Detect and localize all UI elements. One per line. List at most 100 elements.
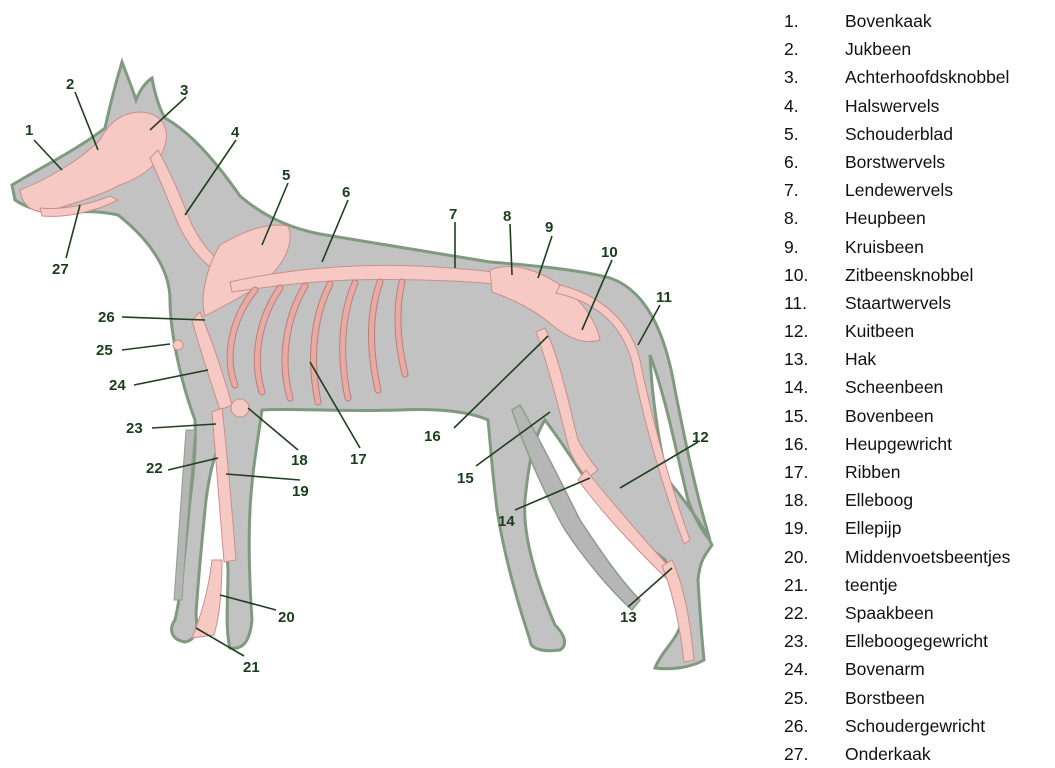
callout-11: 11 (656, 289, 672, 306)
legend-label: Lendewervels (845, 176, 953, 204)
legend-number: 11. (784, 289, 845, 317)
legend-item: 9.Kruisbeen (784, 233, 1010, 261)
legend-item: 17.Ribben (784, 458, 1010, 486)
legend-number: 26. (784, 712, 845, 740)
callout-12: 12 (692, 429, 709, 446)
legend-label: Zitbeensknobbel (845, 261, 973, 289)
legend-label: Elleboogegewricht (845, 627, 988, 655)
legend-label: Spaakbeen (845, 599, 934, 627)
legend-label: Kuitbeen (845, 317, 914, 345)
legend-label: Hak (845, 345, 876, 373)
legend-item: 19.Ellepijp (784, 514, 1010, 542)
legend-label: Ribben (845, 458, 900, 486)
legend-label: Bovenkaak (845, 7, 932, 35)
legend-label: Onderkaak (845, 740, 931, 768)
callout-3: 3 (180, 82, 188, 99)
legend-item: 12.Kuitbeen (784, 317, 1010, 345)
legend-item: 25.Borstbeen (784, 684, 1010, 712)
legend-number: 16. (784, 430, 845, 458)
legend-item: 13.Hak (784, 345, 1010, 373)
breastbone (173, 340, 183, 350)
callout-1: 1 (25, 122, 33, 139)
legend-list: 1.Bovenkaak 2.Jukbeen 3.Achterhoofdsknob… (784, 7, 1010, 768)
callout-6: 6 (342, 184, 350, 201)
legend-label: Ellepijp (845, 514, 901, 542)
elbow (231, 399, 249, 417)
legend-number: 5. (784, 120, 845, 148)
legend-number: 10. (784, 261, 845, 289)
legend-item: 18.Elleboog (784, 486, 1010, 514)
legend-number: 14. (784, 373, 845, 401)
dog-skeleton-diagram: 1 2 3 4 5 6 7 8 9 10 11 12 13 14 15 16 1… (0, 0, 760, 762)
legend-label: Middenvoetsbeentjes (845, 543, 1010, 571)
legend-item: 23.Elleboogegewricht (784, 627, 1010, 655)
legend-item: 15.Bovenbeen (784, 402, 1010, 430)
callout-4: 4 (231, 124, 240, 141)
legend-number: 19. (784, 514, 845, 542)
legend-label: Heupgewricht (845, 430, 952, 458)
legend-label: Schoudergewricht (845, 712, 985, 740)
callout-10: 10 (601, 244, 618, 261)
legend-item: 3.Achterhoofdsknobbel (784, 63, 1010, 91)
legend-number: 4. (784, 92, 845, 120)
legend-number: 1. (784, 7, 845, 35)
callout-21: 21 (243, 659, 260, 676)
legend-item: 24.Bovenarm (784, 655, 1010, 683)
legend-item: 20.Middenvoetsbeentjes (784, 543, 1010, 571)
callout-16: 16 (424, 428, 441, 445)
legend-number: 6. (784, 148, 845, 176)
callout-19: 19 (292, 483, 309, 500)
callout-2: 2 (66, 76, 74, 93)
legend-label: Scheenbeen (845, 373, 943, 401)
legend-number: 24. (784, 655, 845, 683)
legend-label: Jukbeen (845, 35, 911, 63)
legend-number: 7. (784, 176, 845, 204)
legend-number: 22. (784, 599, 845, 627)
callout-13: 13 (620, 609, 637, 626)
legend-item: 5.Schouderblad (784, 120, 1010, 148)
legend-item: 11.Staartwervels (784, 289, 1010, 317)
legend-label: Schouderblad (845, 120, 953, 148)
legend-item: 2.Jukbeen (784, 35, 1010, 63)
legend-label: Heupbeen (845, 204, 926, 232)
legend-label: Borstwervels (845, 148, 945, 176)
callout-8: 8 (503, 208, 511, 225)
legend-item: 6.Borstwervels (784, 148, 1010, 176)
legend-number: 17. (784, 458, 845, 486)
legend-number: 27. (784, 740, 845, 768)
legend-number: 8. (784, 204, 845, 232)
legend-number: 9. (784, 233, 845, 261)
legend-item: 14.Scheenbeen (784, 373, 1010, 401)
legend-item: 16.Heupgewricht (784, 430, 1010, 458)
callout-14: 14 (498, 513, 515, 530)
legend-label: Bovenarm (845, 655, 925, 683)
legend-number: 15. (784, 402, 845, 430)
callout-27: 27 (52, 261, 69, 278)
callout-9: 9 (545, 219, 553, 236)
callout-20: 20 (278, 609, 295, 626)
legend-label: Elleboog (845, 486, 913, 514)
callout-15: 15 (457, 470, 474, 487)
callout-18: 18 (291, 452, 308, 469)
legend-item: 4.Halswervels (784, 92, 1010, 120)
legend-number: 23. (784, 627, 845, 655)
callout-17: 17 (350, 451, 367, 468)
legend-number: 13. (784, 345, 845, 373)
legend-number: 12. (784, 317, 845, 345)
callout-26: 26 (98, 309, 115, 326)
legend-label: Achterhoofdsknobbel (845, 63, 1009, 91)
legend-item: 10.Zitbeensknobbel (784, 261, 1010, 289)
legend-number: 20. (784, 543, 845, 571)
legend-item: 8.Heupbeen (784, 204, 1010, 232)
legend-item: 27.Onderkaak (784, 740, 1010, 768)
legend-label: Borstbeen (845, 684, 925, 712)
legend-label: Halswervels (845, 92, 939, 120)
callout-22: 22 (146, 460, 163, 477)
legend-number: 3. (784, 63, 845, 91)
legend-item: 1.Bovenkaak (784, 7, 1010, 35)
callout-24: 24 (109, 377, 126, 394)
legend-number: 25. (784, 684, 845, 712)
callout-7: 7 (449, 206, 457, 223)
legend-item: 21.teentje (784, 571, 1010, 599)
callout-25: 25 (96, 342, 113, 359)
